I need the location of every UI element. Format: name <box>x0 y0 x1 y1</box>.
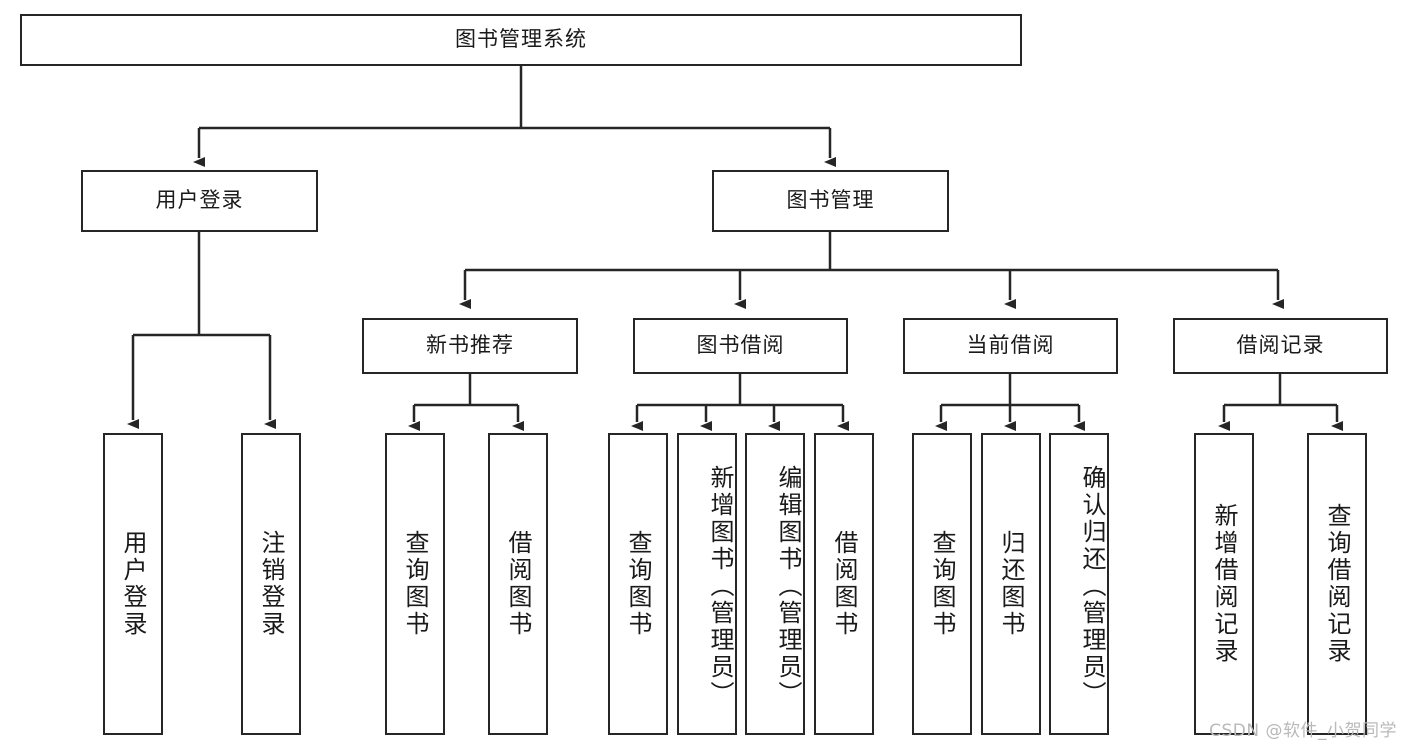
node-label: 图书管理 <box>786 188 875 213</box>
node-label: 归还图书 <box>997 530 1025 638</box>
node-leaf-borrow-book-1[interactable]: 借阅图书 <box>488 433 548 735</box>
node-leaf-query-record[interactable]: 查询借阅记录 <box>1307 433 1367 735</box>
node-label: 查询图书 <box>624 530 652 638</box>
node-label: 当前借阅 <box>966 333 1055 358</box>
node-new-book-recommend[interactable]: 新书推荐 <box>362 318 578 374</box>
node-system-root[interactable]: 图书管理系统 <box>20 14 1022 66</box>
node-leaf-query-book-1[interactable]: 查询图书 <box>385 433 445 735</box>
node-leaf-query-book-2[interactable]: 查询图书 <box>608 433 668 735</box>
node-label: 确认归还（管理员） <box>1078 464 1106 708</box>
node-label: 借阅图书 <box>504 530 532 638</box>
node-leaf-return-book[interactable]: 归还图书 <box>981 433 1041 735</box>
node-label: 借阅记录 <box>1236 333 1325 358</box>
node-label: 新增图书（管理员） <box>706 464 734 708</box>
watermark-text: CSDN @软件_小贺同学 <box>1209 721 1397 741</box>
node-label: 查询借阅记录 <box>1323 503 1351 665</box>
node-leaf-query-book-3[interactable]: 查询图书 <box>912 433 972 735</box>
node-leaf-logout-login[interactable]: 注销登录 <box>241 433 301 735</box>
node-label: 图书借阅 <box>696 333 785 358</box>
node-book-management[interactable]: 图书管理 <box>712 170 949 232</box>
node-leaf-add-book[interactable]: 新增图书（管理员） <box>677 433 737 735</box>
node-label: 新书推荐 <box>426 333 514 358</box>
node-label: 图书管理系统 <box>455 27 587 52</box>
node-label: 用户登录 <box>119 530 147 638</box>
node-label: 编辑图书（管理员） <box>774 464 802 708</box>
node-label: 注销登录 <box>257 530 285 638</box>
node-book-borrow[interactable]: 图书借阅 <box>633 318 848 374</box>
node-label: 查询图书 <box>401 530 429 638</box>
node-label: 用户登录 <box>155 188 244 213</box>
node-label: 借阅图书 <box>830 530 858 638</box>
node-leaf-add-record[interactable]: 新增借阅记录 <box>1194 433 1254 735</box>
node-borrow-record[interactable]: 借阅记录 <box>1173 318 1388 374</box>
node-leaf-user-login[interactable]: 用户登录 <box>103 433 163 735</box>
node-label: 新增借阅记录 <box>1210 503 1238 665</box>
node-leaf-edit-book[interactable]: 编辑图书（管理员） <box>745 433 805 735</box>
node-current-borrow[interactable]: 当前借阅 <box>903 318 1118 374</box>
node-user-login[interactable]: 用户登录 <box>81 170 318 232</box>
node-leaf-confirm-return[interactable]: 确认归还（管理员） <box>1049 433 1109 735</box>
node-label: 查询图书 <box>928 530 956 638</box>
node-leaf-borrow-book-2[interactable]: 借阅图书 <box>814 433 874 735</box>
